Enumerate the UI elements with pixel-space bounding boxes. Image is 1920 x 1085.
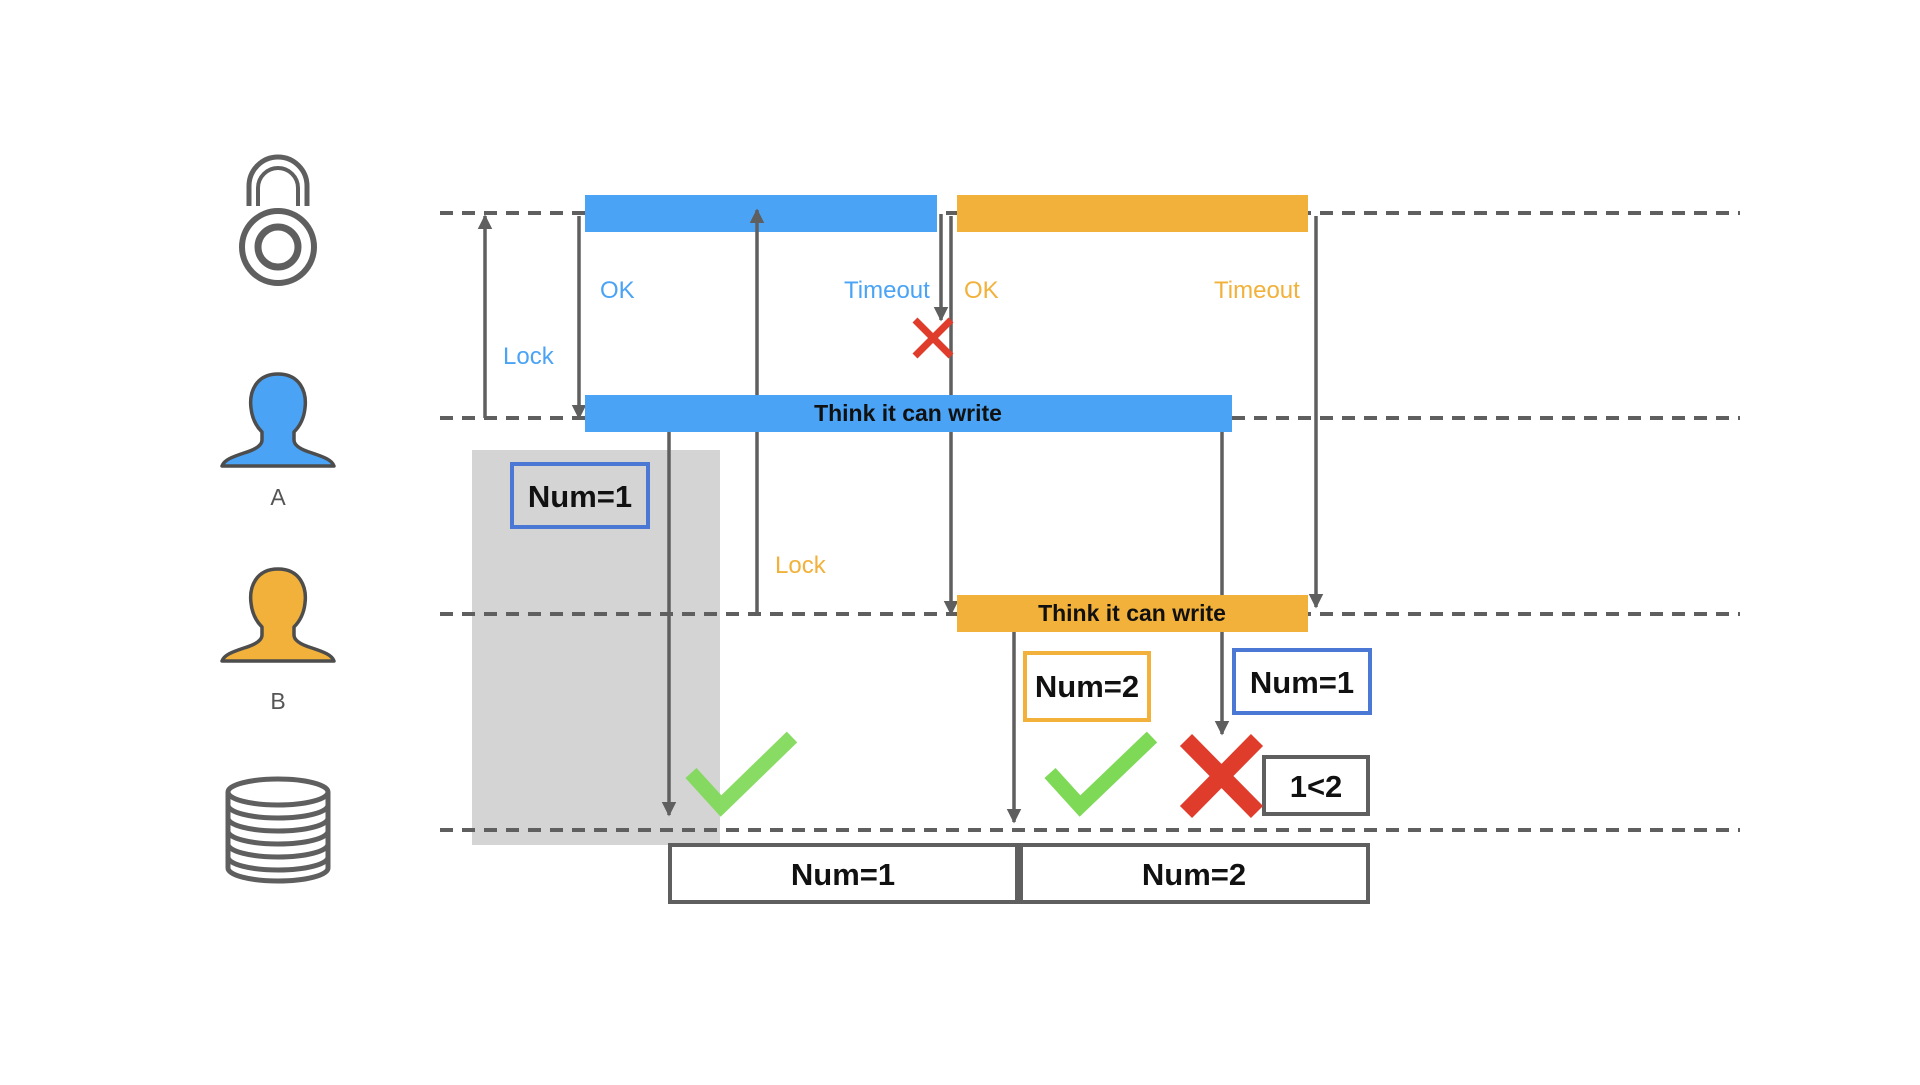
compare-label: 1<2 (1290, 769, 1343, 804)
lock-held-by-a-bar (585, 195, 937, 232)
a-ok-label: OK (600, 277, 635, 304)
client-b-label: B (270, 688, 285, 714)
client-b-think-bar (957, 595, 1308, 632)
compare-box (1262, 755, 1370, 816)
a-timeout-label: Timeout (844, 277, 930, 304)
client-a-think-bar (585, 395, 1232, 432)
lock-held-by-b-bar (957, 195, 1308, 232)
user-b-icon (220, 567, 336, 663)
b-timeout-label: Timeout (1214, 277, 1300, 304)
a-late-token-box (1232, 648, 1372, 715)
b-write-success-check-icon (1044, 731, 1158, 817)
user-a-icon (220, 372, 336, 468)
a-token-label: Num=1 (528, 479, 632, 514)
b-token-label: Num=2 (1035, 669, 1139, 704)
a-late-token-label: Num=1 (1250, 665, 1354, 700)
database-icon (225, 776, 331, 884)
client-a-label: A (270, 484, 286, 510)
storage-value-label-2: Num=2 (1142, 857, 1246, 892)
storage-value-box-2 (1019, 843, 1370, 904)
padlock-icon (239, 154, 317, 286)
b-lock-label: Lock (775, 552, 827, 579)
lock-expired-x-icon (912, 317, 954, 359)
a-write-rejected-x-icon (1179, 734, 1264, 818)
a-lock-label: Lock (503, 343, 555, 370)
client-a-think-label: Think it can write (814, 400, 1002, 426)
storage-value-label-1: Num=1 (791, 857, 895, 892)
a-write-success-check-icon (685, 731, 798, 817)
client-b-think-label: Think it can write (1038, 600, 1226, 626)
b-ok-label: OK (964, 277, 999, 304)
b-token-box (1023, 651, 1151, 722)
a-token-box (510, 462, 650, 529)
storage-value-box-1 (668, 843, 1019, 904)
